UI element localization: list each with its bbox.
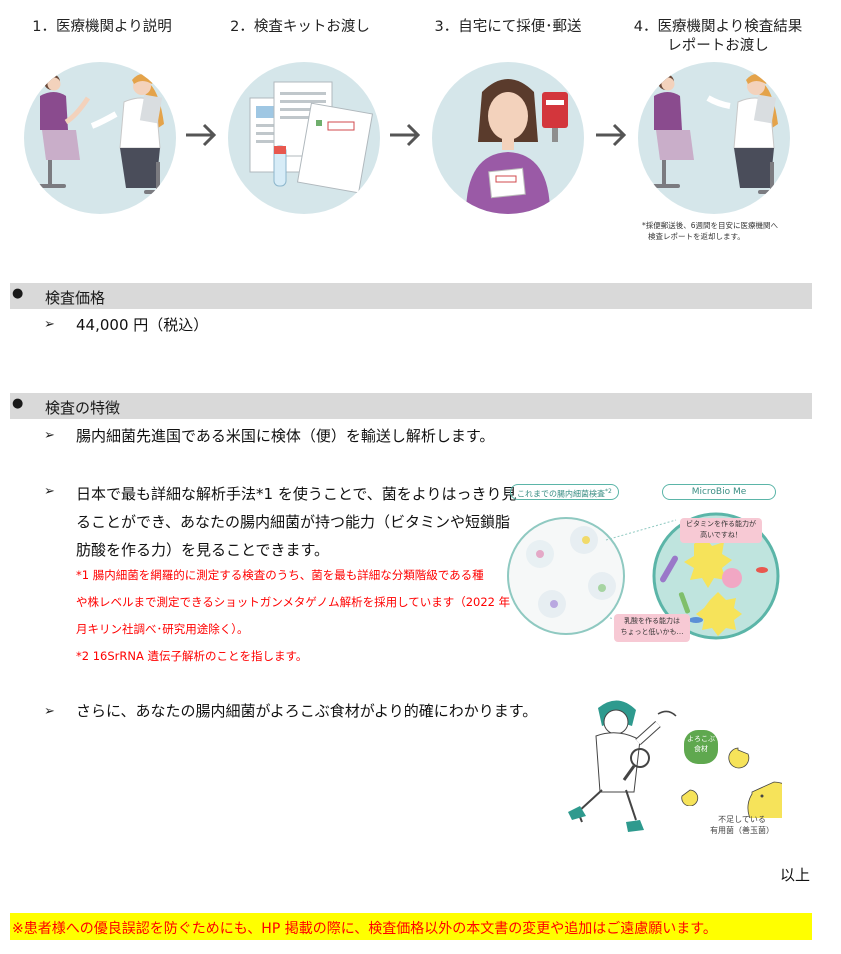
step-4-illustration — [638, 62, 790, 214]
price-heading: 検査価格 — [45, 289, 106, 307]
step-4-note-line1: *採便郵送後、6週間を目安に医療機関へ — [642, 221, 779, 230]
step-2-illustration — [228, 62, 380, 214]
feature-item-2: 日本で最も詳細な解析手法*1 を使うことで、菌をよりはっきり見 ることができ、あ… — [76, 480, 516, 564]
footer-notice-text: ※患者様への優良誤認を防ぐためにも、HP 掲載の際に、検査価格以外の本文書の変更… — [12, 921, 717, 937]
features-heading: 検査の特徴 — [45, 399, 121, 417]
footer-notice: ※患者様への優良誤認を防ぐためにも、HP 掲載の際に、検査価格以外の本文書の変更… — [10, 913, 812, 940]
arrow-right-icon-2 — [390, 123, 421, 147]
arrow-right-icon-1 — [186, 123, 217, 147]
small-bacteria-icon — [681, 789, 699, 806]
bacteria-comparison-illustration: これまでの腸内細菌検査*2 MicroBio Me ビタミンを作る能力が 高いで… — [506, 478, 782, 650]
step-4-title-line1: 4．医療機関より検査結果 — [633, 19, 803, 35]
bullet-icon: ● — [12, 286, 24, 301]
step-1-title: 1．医療機関より説明 — [32, 19, 172, 35]
end-mark: 以上 — [780, 866, 811, 884]
arrowhead-icon: ➢ — [44, 704, 55, 719]
footnote-1: *1 腸内細菌を網羅的に測定する検査のうち、菌を最も詳細な分類階級である種 や株… — [76, 562, 521, 670]
test-kit-image — [249, 81, 374, 194]
researcher-illustration: よろこぶ 食材 不足している 有用菌（善玉菌） — [562, 696, 782, 844]
features-section-header: ● 検査の特徴 — [10, 393, 812, 419]
bacteria-scene — [507, 512, 780, 640]
step-2-title: 2．検査キットお渡し — [230, 19, 370, 35]
feature-item-1: 腸内細菌先進国である米国に検体（便）を輸送し解析します。 — [76, 427, 495, 445]
step-3-title: 3．自宅にて採便･郵送 — [434, 19, 582, 35]
price-section-header: ● 検査価格 — [10, 283, 812, 309]
arrowhead-icon: ➢ — [44, 317, 55, 332]
footnote-1-line3: 月キリン社調べ･研究用途除く）。 — [76, 622, 249, 636]
step-4-title: 4．医療機関より検査結果 レポートお渡し — [618, 18, 818, 56]
footnote-1-line2: や株レベルまで測定できるショットガンメタゲノム解析を採用しています（2022 年… — [76, 595, 522, 609]
label-conventional-test: これまでの腸内細菌検査*2 — [510, 484, 619, 500]
arrow-right-icon-3 — [596, 123, 627, 147]
feature-item-2-line2: ることができ、あなたの腸内細菌が持つ能力（ビタミンや短鎖脂 — [76, 513, 510, 531]
arrowhead-icon: ➢ — [44, 484, 55, 499]
beneficial-bacteria-label: 不足している 有用菌（善玉菌） — [710, 815, 774, 835]
food-cluster: よろこぶ 食材 — [684, 730, 718, 764]
footnote-2: *2 16SrRNA 遺伝子解析のことを指します。 — [76, 649, 308, 663]
price-value: 44,000 円（税込） — [76, 316, 209, 334]
feature-item-2-line1: 日本で最も詳細な解析手法*1 を使うことで、菌をよりはっきり見 — [76, 485, 517, 503]
consultation-image — [36, 74, 174, 194]
report-handover-image — [650, 74, 788, 194]
step-4-note-line2: 検査レポートを返却します。 — [648, 232, 745, 241]
feature-item-3: さらに、あなたの腸内細菌がよろこぶ食材がより的確にわかります。 — [76, 702, 538, 720]
speech-bubble-lactic: 乳酸を作る能力は ちょっと低いかも… — [614, 614, 690, 642]
step-1-illustration — [24, 62, 176, 214]
label-microbio-me: MicroBio Me — [662, 484, 776, 500]
footnote-1-line1: *1 腸内細菌を網羅的に測定する検査のうち、菌を最も詳細な分類階級である種 — [76, 568, 484, 582]
arrowhead-icon: ➢ — [44, 428, 55, 443]
home-sampling-image — [466, 79, 568, 214]
step-4-title-line2: レポートお渡し — [667, 38, 769, 54]
researcher-image — [568, 700, 677, 832]
step-4-note: *採便郵送後、6週間を目安に医療機関へ 検査レポートを返却します。 — [642, 220, 778, 242]
bacteria-characters — [728, 747, 782, 818]
bullet-icon: ● — [12, 396, 24, 411]
feature-item-2-line3: 肪酸を作る力）を見ることできます。 — [76, 541, 330, 559]
step-3-illustration — [432, 62, 584, 214]
speech-bubble-vitamin: ビタミンを作る能力が 高いですね！ — [680, 518, 762, 543]
